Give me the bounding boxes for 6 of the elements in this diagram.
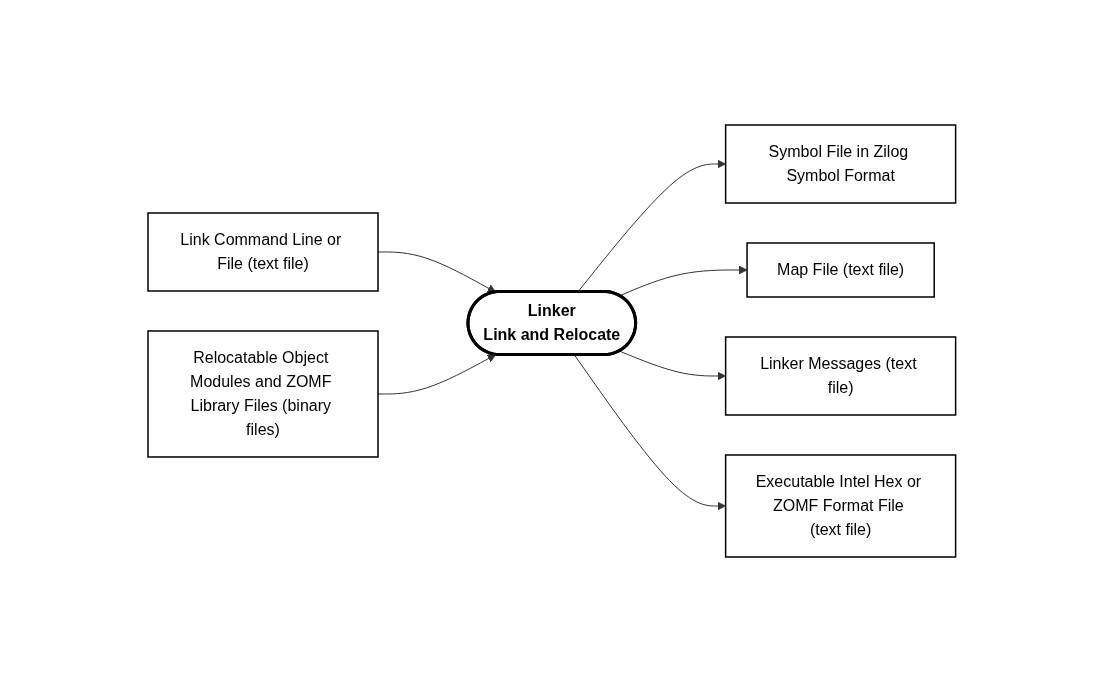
node-box: Symbol File in Zilog Symbol Format (725, 123, 957, 204)
node-box: Map File (text file) (746, 241, 936, 298)
node-box: Linker Messages (text file) (725, 335, 957, 416)
node-box: Link Command Line or File (text file) (147, 211, 379, 292)
node-box: Executable Intel Hex or ZOMF Format File (text file) (725, 453, 957, 558)
node-box: Relocatable Object Modules and ZOMF Library Files (binary files) (147, 329, 379, 458)
